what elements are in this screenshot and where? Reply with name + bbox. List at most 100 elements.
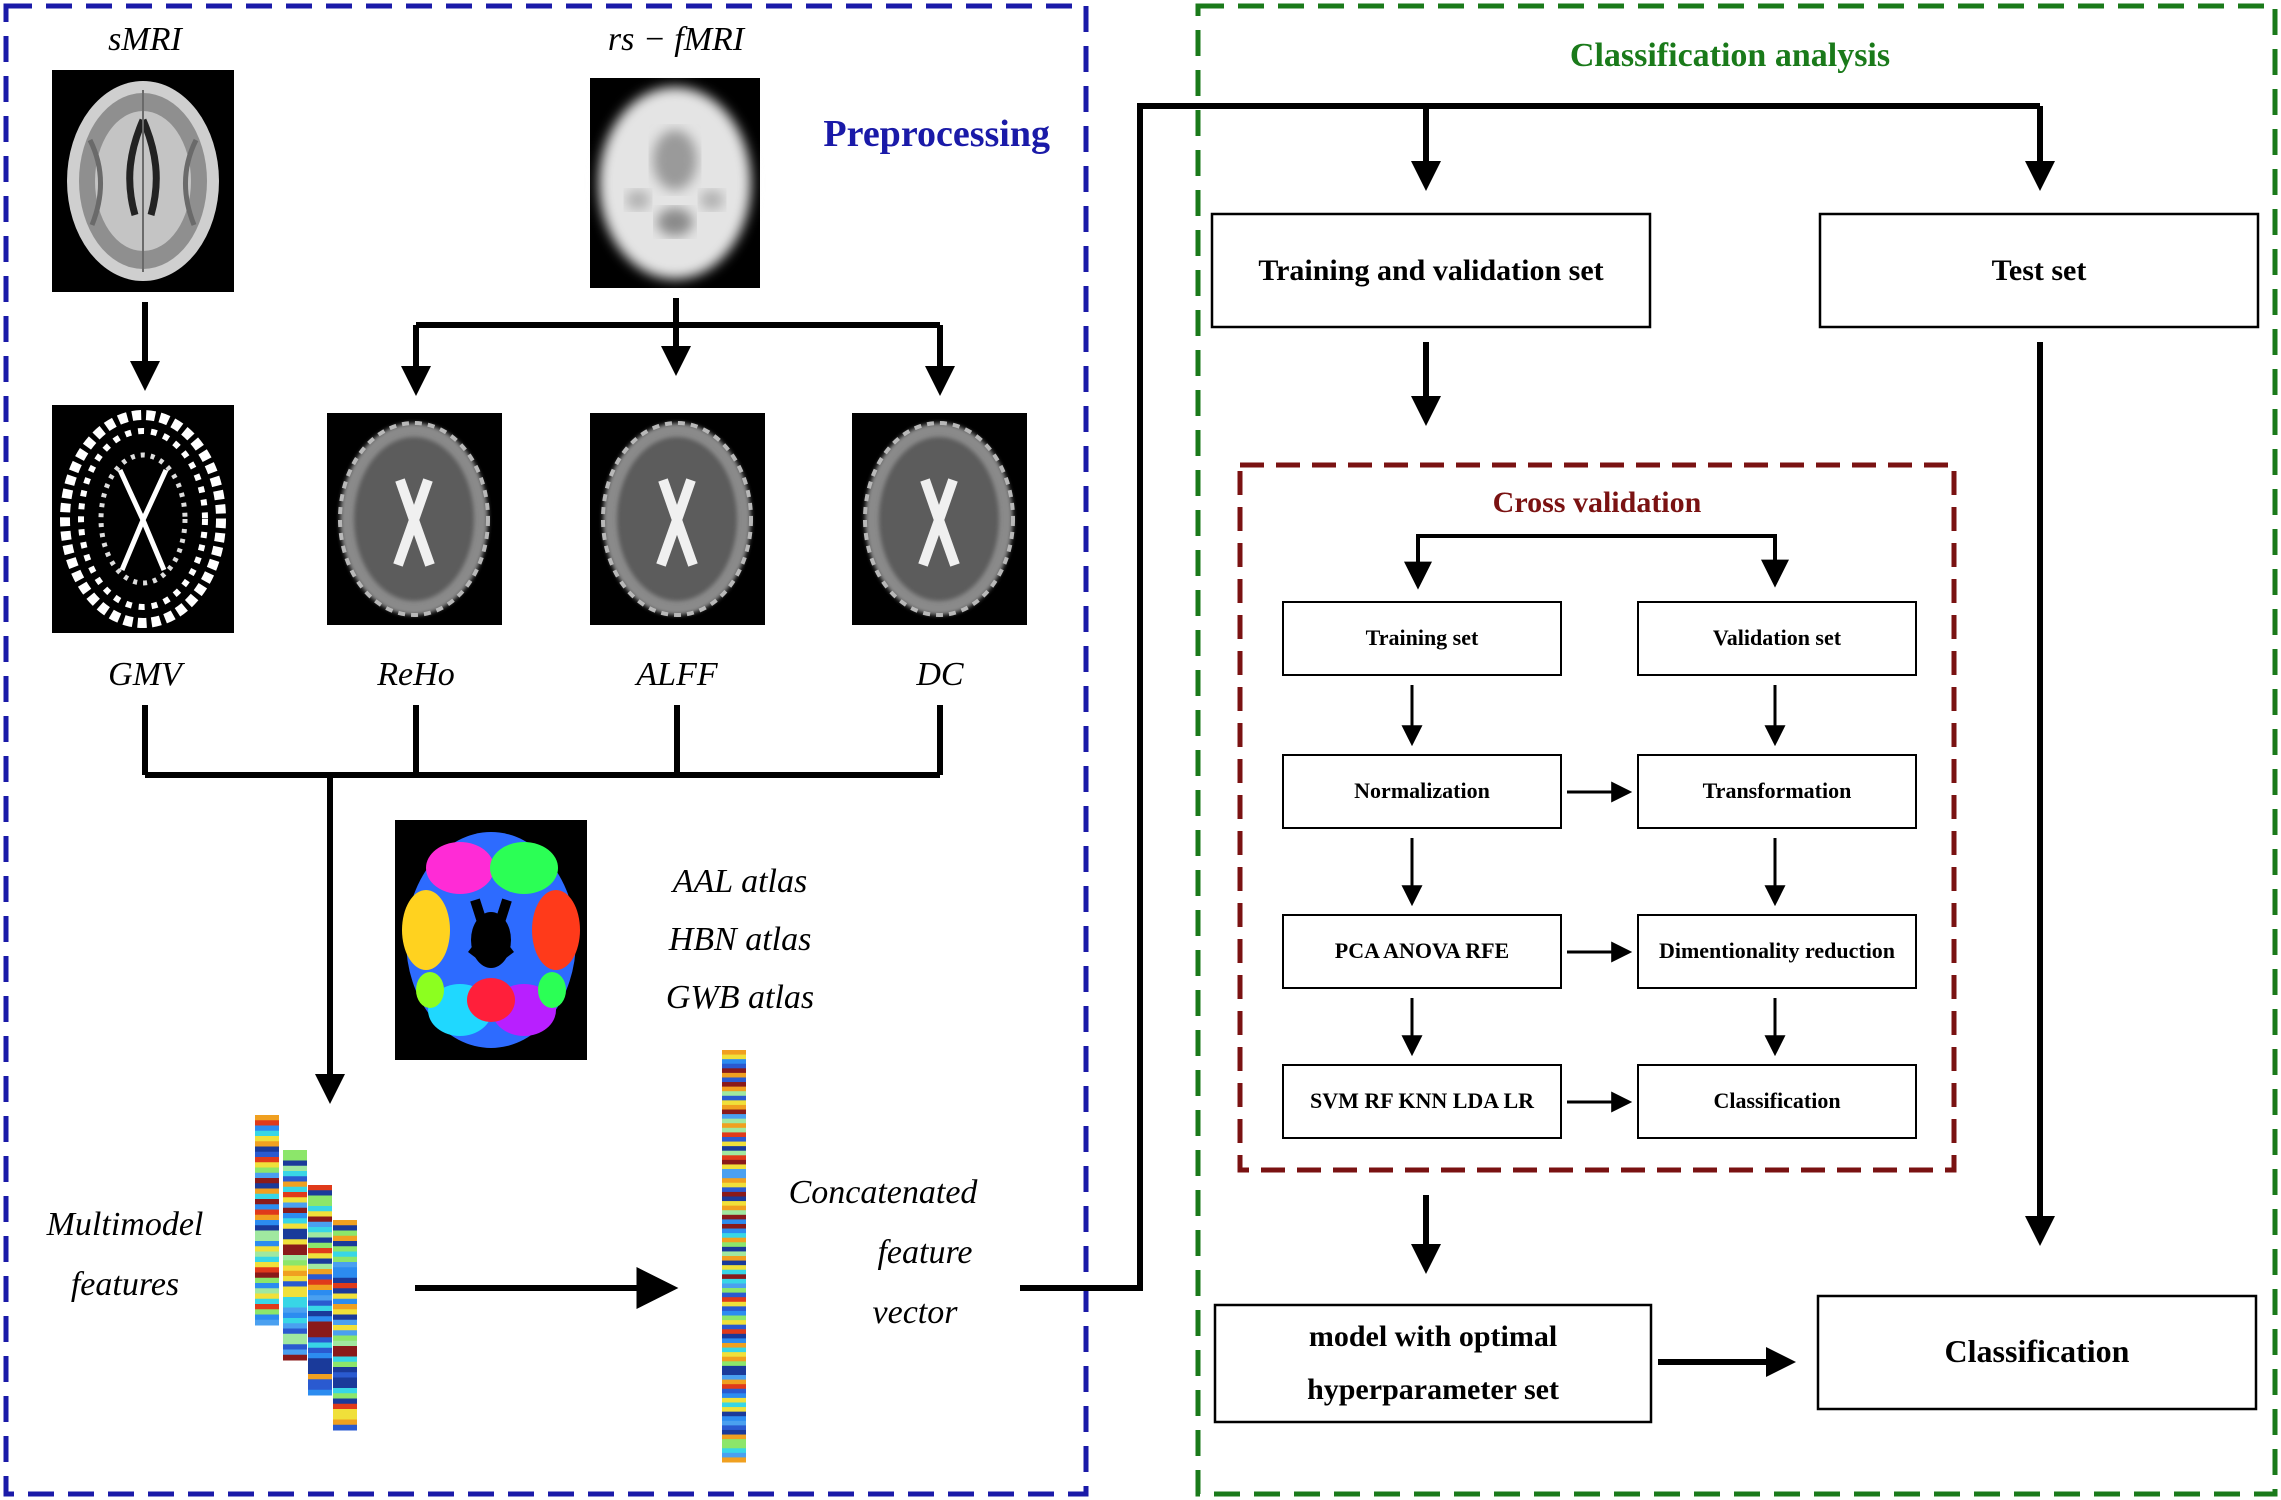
feature-stripe xyxy=(333,1220,357,1226)
feature-stripe xyxy=(308,1269,332,1275)
concatenated-feature-vector xyxy=(722,1050,746,1463)
feature-stripe xyxy=(283,1276,307,1282)
feature-stripe xyxy=(722,1118,746,1124)
dimensionality-reduction-box xyxy=(1637,914,1917,989)
feature-stripe xyxy=(308,1363,332,1370)
feature-stripe xyxy=(283,1150,307,1156)
feature-stripe xyxy=(333,1298,357,1305)
feature-stripe xyxy=(308,1227,332,1233)
feature-stripe xyxy=(333,1241,357,1247)
feature-stripe xyxy=(722,1361,746,1367)
feature-stripe xyxy=(722,1375,746,1381)
feature-stripe xyxy=(722,1150,746,1156)
feature-stripe xyxy=(333,1419,357,1426)
cv-classification-box xyxy=(1637,1064,1917,1139)
feature-stripe xyxy=(283,1197,307,1203)
atlas-brain-image xyxy=(395,820,587,1060)
feature-stripe xyxy=(333,1235,357,1242)
classifiers-box xyxy=(1282,1064,1562,1139)
feature-stripe xyxy=(722,1059,746,1065)
feature-stripe xyxy=(722,1274,746,1280)
feature-stripe xyxy=(333,1403,357,1410)
feature-stripe xyxy=(308,1316,332,1322)
classification-title: Classification analysis xyxy=(1570,37,1890,74)
feature-stripe xyxy=(333,1414,357,1420)
feature-stripe xyxy=(722,1237,746,1243)
feature-stripe xyxy=(722,1214,746,1220)
train-val-set-box xyxy=(1210,212,1652,329)
feature-stripe xyxy=(283,1192,307,1198)
feature-stripe xyxy=(722,1425,746,1431)
feature-stripe xyxy=(722,1452,746,1458)
feature-stripe xyxy=(722,1191,746,1197)
feature-stripe xyxy=(283,1339,307,1345)
feature-stripe xyxy=(722,1278,746,1284)
feature-stripe xyxy=(255,1193,279,1200)
multimodel-feature-stack xyxy=(255,1115,357,1431)
feature-stripe xyxy=(255,1256,279,1263)
feature-stripe xyxy=(283,1213,307,1219)
gmv-label: GMV xyxy=(108,656,186,693)
feature-stripe xyxy=(333,1409,357,1415)
feature-stripe xyxy=(722,1114,746,1120)
feature-stripe xyxy=(722,1091,746,1097)
feature-stripe xyxy=(722,1388,746,1394)
feature-stripe xyxy=(283,1218,307,1224)
dimensionality-reduction-label: Dimentionality reduction xyxy=(1659,938,1895,963)
feature-stripe xyxy=(333,1388,357,1394)
feature-stripe xyxy=(333,1335,357,1342)
feature-stripe xyxy=(722,1246,746,1252)
feature-stripe xyxy=(722,1402,746,1408)
feature-stripe xyxy=(722,1448,746,1454)
feature-stripe xyxy=(722,1439,746,1445)
feature-stripe xyxy=(308,1326,332,1333)
feature-stripe xyxy=(308,1305,332,1312)
feature-stripe xyxy=(308,1242,332,1249)
feature-stripe xyxy=(333,1304,357,1310)
preprocessing-panel xyxy=(3,3,1089,1497)
feature-stripe xyxy=(722,1301,746,1307)
feature-stripe xyxy=(333,1346,357,1352)
feature-stripe xyxy=(283,1239,307,1245)
feature-stripe xyxy=(722,1141,746,1147)
feature-stripe xyxy=(255,1220,279,1226)
feature-stripe xyxy=(722,1306,746,1312)
feature-stripe xyxy=(255,1120,279,1126)
concat-label-line2: feature xyxy=(877,1234,972,1271)
feature-stripe xyxy=(255,1230,279,1237)
feature-stripe xyxy=(722,1173,746,1179)
concat-label-line1: Concatenated xyxy=(789,1174,979,1211)
feature-stripe xyxy=(283,1249,307,1256)
feature-stripe xyxy=(308,1237,332,1244)
feature-stripe xyxy=(255,1130,279,1137)
feature-stripe xyxy=(333,1314,357,1321)
feature-stripe xyxy=(722,1100,746,1106)
cv-training-set-label: Training set xyxy=(1366,625,1479,650)
feature-stripe xyxy=(255,1141,279,1147)
feature-stripe xyxy=(255,1167,279,1174)
feature-stripe xyxy=(722,1260,746,1266)
feature-stripe xyxy=(722,1297,746,1303)
feature-stripe xyxy=(283,1181,307,1188)
feature-stripe xyxy=(333,1340,357,1347)
feature-stripe xyxy=(255,1235,279,1242)
feature-stripe xyxy=(308,1342,332,1349)
dc-brain-image xyxy=(852,413,1027,625)
feature-stripe xyxy=(283,1328,307,1335)
feature-stripe xyxy=(308,1216,332,1223)
cv-classification-label: Classification xyxy=(1713,1088,1840,1113)
feature-stripe xyxy=(283,1228,307,1235)
feature-stripe xyxy=(722,1219,746,1225)
feature-stripe xyxy=(255,1178,279,1184)
feature-stripe xyxy=(333,1382,357,1389)
feature-stripe xyxy=(722,1182,746,1188)
feature-stripe xyxy=(333,1262,357,1268)
cv-split-connector xyxy=(1404,534,1789,590)
feature-stripe xyxy=(722,1210,746,1216)
feature-stripe xyxy=(722,1132,746,1138)
feature-merge-connector xyxy=(142,705,943,1104)
feature-stripe xyxy=(308,1195,332,1202)
feature-stripe xyxy=(283,1307,307,1314)
dc-label: DC xyxy=(915,656,964,693)
